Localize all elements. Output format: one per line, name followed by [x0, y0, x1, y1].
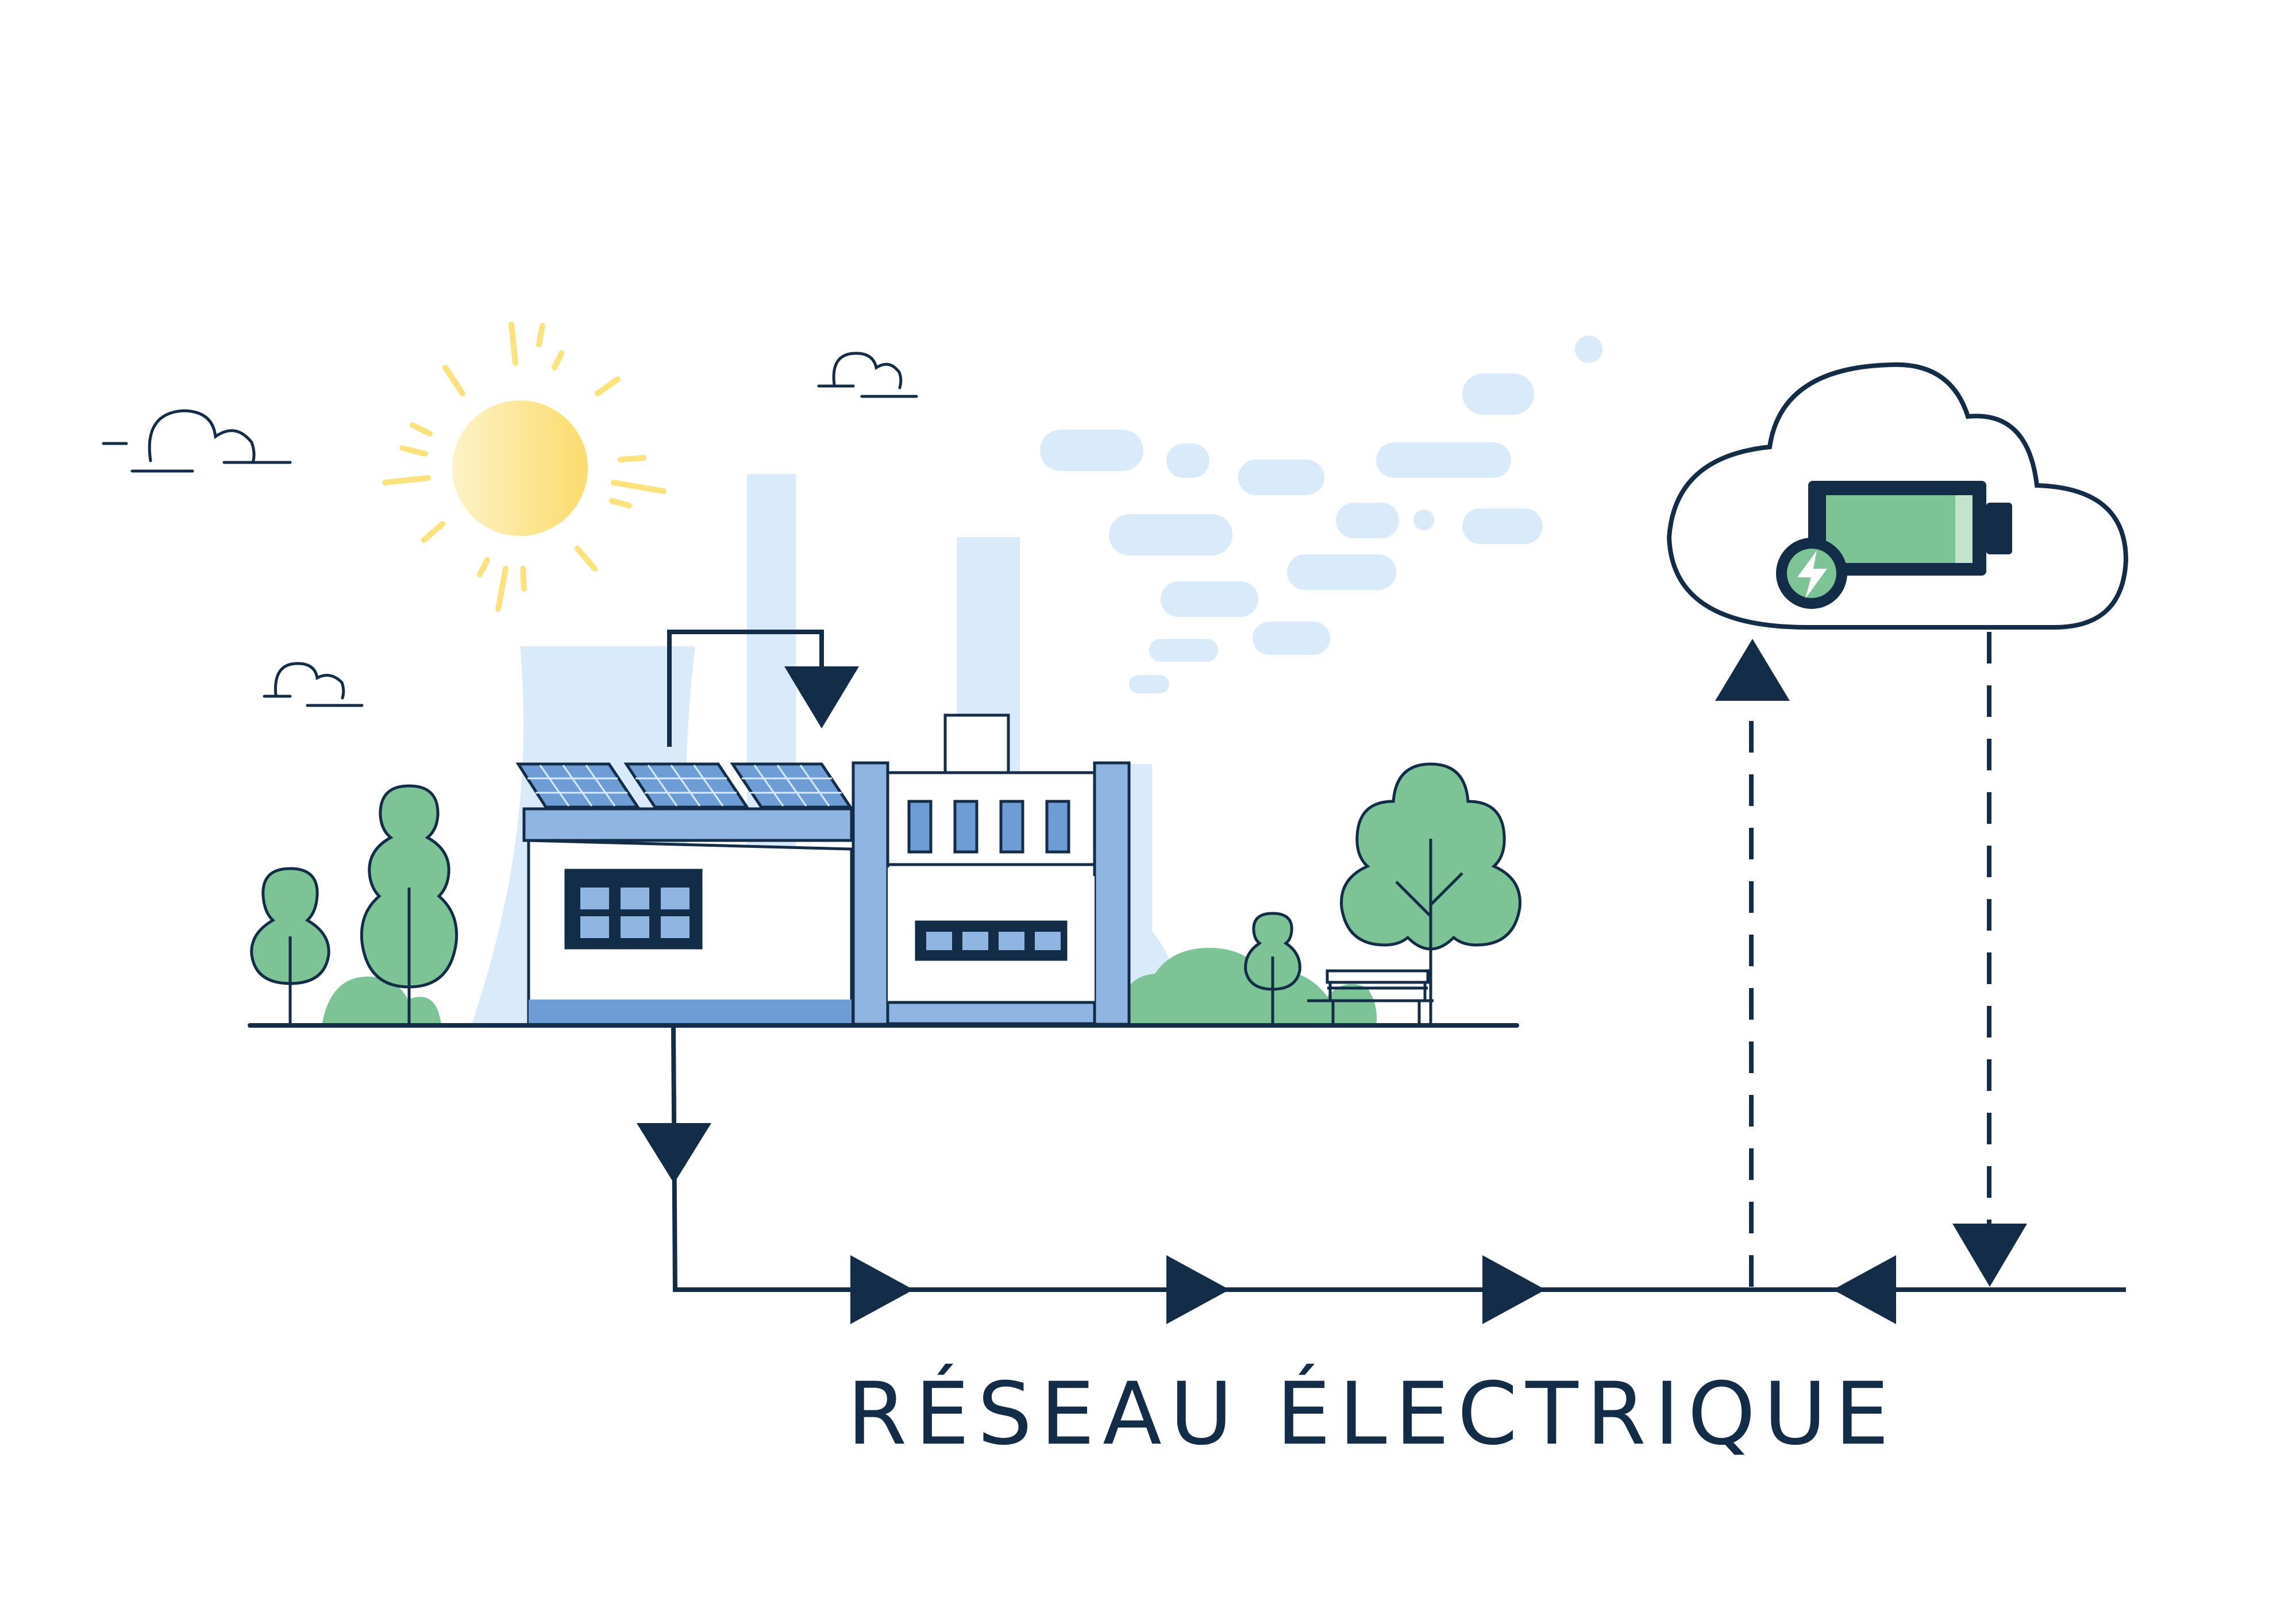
arrow-up-icon — [1715, 639, 1790, 701]
cooling-tower-right — [1126, 764, 1195, 1025]
factory-chimney-box — [943, 713, 1010, 774]
diagram-caption: RÉSEAU ÉLECTRIQUE — [847, 1364, 1897, 1464]
factory-upper-windows — [907, 800, 1070, 854]
tree-icon-left-tall — [360, 784, 459, 1025]
bush-left — [322, 977, 441, 1025]
flow-panels-to-factory — [667, 630, 859, 747]
cloud-battery-storage — [1666, 362, 2129, 630]
bush-right — [1120, 948, 1377, 1025]
cloud-icons — [102, 352, 918, 707]
solar-factory — [515, 713, 1131, 1026]
factory-left-base — [529, 1000, 852, 1024]
bench-icon — [1307, 969, 1434, 1025]
cloud-icon-small — [263, 662, 364, 707]
factory-pillar-left — [852, 761, 889, 1026]
arrow-down-icon — [784, 666, 859, 728]
factory-lower-window — [915, 920, 1068, 961]
factory-pillar-right — [1093, 761, 1131, 1026]
arrow-down-icon — [637, 1123, 711, 1183]
tree-icon-right-small — [1244, 912, 1301, 1025]
cloud-icon-middle — [817, 352, 918, 398]
trees — [250, 762, 1521, 1025]
tree-icon-right-large — [1340, 762, 1521, 1025]
cloud-icon-left — [102, 409, 292, 473]
factory-window-left — [564, 869, 703, 950]
smoke-clouds — [1040, 335, 1602, 693]
factory-roof — [522, 807, 853, 842]
arrow-right-icon — [1482, 1255, 1546, 1324]
arrow-right-icon — [1166, 1255, 1230, 1324]
arrow-down-icon — [1952, 1224, 2027, 1287]
arrow-left-icon — [1833, 1255, 1896, 1324]
grid-line — [637, 1025, 2126, 1324]
flow-grid-to-storage — [1715, 639, 1790, 1287]
flow-storage-to-grid — [1952, 632, 2027, 1287]
battery-icon — [1808, 481, 2012, 576]
sun-icon — [382, 322, 667, 612]
factory-right-base — [886, 1001, 1096, 1025]
lightning-bolt-icon — [1776, 538, 1847, 609]
solar-panels — [515, 762, 853, 809]
arrow-right-icon — [850, 1255, 914, 1324]
tree-icon-left-small — [250, 867, 330, 1025]
